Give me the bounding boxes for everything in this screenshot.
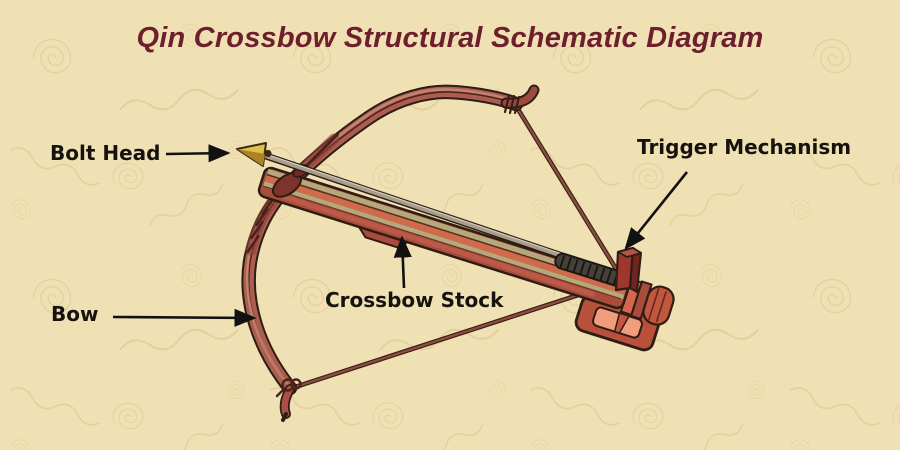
label-bow: Bow	[51, 302, 99, 326]
string-knot-top	[503, 94, 521, 115]
trigger-arrow	[624, 171, 689, 251]
bolt-head	[236, 142, 272, 167]
label-bolt-head: Bolt Head	[50, 141, 161, 165]
page-title: Qin Crossbow Structural Schematic Diagra…	[136, 22, 764, 54]
stock-groove-rails	[262, 168, 629, 300]
bolt-head-socket	[264, 149, 272, 158]
string-knot-bottom	[275, 378, 302, 398]
stock-streak	[272, 191, 595, 297]
bowstring-lower	[291, 284, 604, 391]
trigger-tooth	[613, 312, 631, 335]
bolt-shaft	[262, 152, 596, 270]
stock-arrow	[393, 235, 412, 289]
bow-tip-bottom	[279, 384, 295, 422]
bowstring-upper	[514, 104, 620, 274]
bolt-head-arrow	[165, 144, 231, 163]
bow-tip-top	[500, 84, 540, 109]
label-crossbow-stock: Crossbow Stock	[325, 288, 504, 312]
bow-arrow	[112, 308, 257, 327]
annotation-arrows	[112, 144, 689, 327]
trigger-lever	[614, 246, 642, 293]
crossbow-stock	[257, 166, 675, 352]
label-trigger-mechanism: Trigger Mechanism	[637, 135, 852, 159]
